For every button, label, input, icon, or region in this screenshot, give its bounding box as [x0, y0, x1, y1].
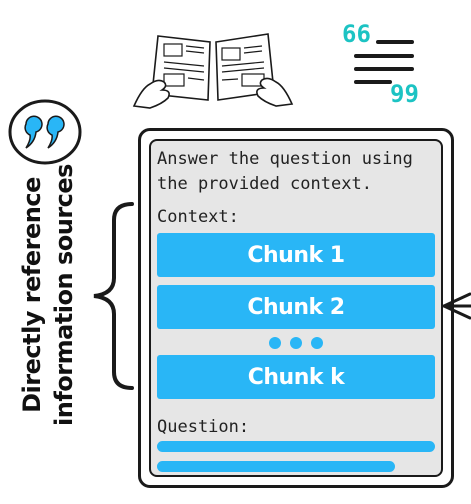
side-label-line2: information sources	[50, 164, 78, 426]
text-lines-icon	[354, 40, 414, 84]
ellipsis-dot-2	[290, 337, 302, 349]
question-line-1	[157, 441, 435, 452]
documents-in-hands-icon	[132, 33, 294, 109]
instruction-line-1: Answer the question using	[157, 149, 413, 169]
side-label: Directly reference information sources	[8, 160, 88, 430]
instruction-line-2: the provided context.	[157, 174, 372, 194]
prompt-template: Answer the question using the provided c…	[149, 139, 443, 477]
context-label: Context:	[157, 207, 239, 227]
chunk-k: Chunk k	[157, 355, 435, 399]
arrow-icon	[442, 292, 471, 320]
quote-icon	[8, 99, 82, 165]
close-quote-number: 99	[390, 80, 419, 108]
chunk-2: Chunk 2	[157, 285, 435, 329]
curly-brace-icon	[93, 202, 134, 390]
ellipsis-dot-1	[269, 337, 281, 349]
question-label: Question:	[157, 417, 250, 437]
open-quote-number: 66	[342, 20, 371, 48]
ellipsis-dot-3	[311, 337, 323, 349]
prompt-card: Answer the question using the provided c…	[138, 128, 454, 488]
question-line-2	[157, 461, 395, 472]
chunk-1: Chunk 1	[157, 233, 435, 277]
side-label-line1: Directly reference	[18, 177, 46, 413]
quote-lines-icon: 66 99	[342, 20, 432, 110]
